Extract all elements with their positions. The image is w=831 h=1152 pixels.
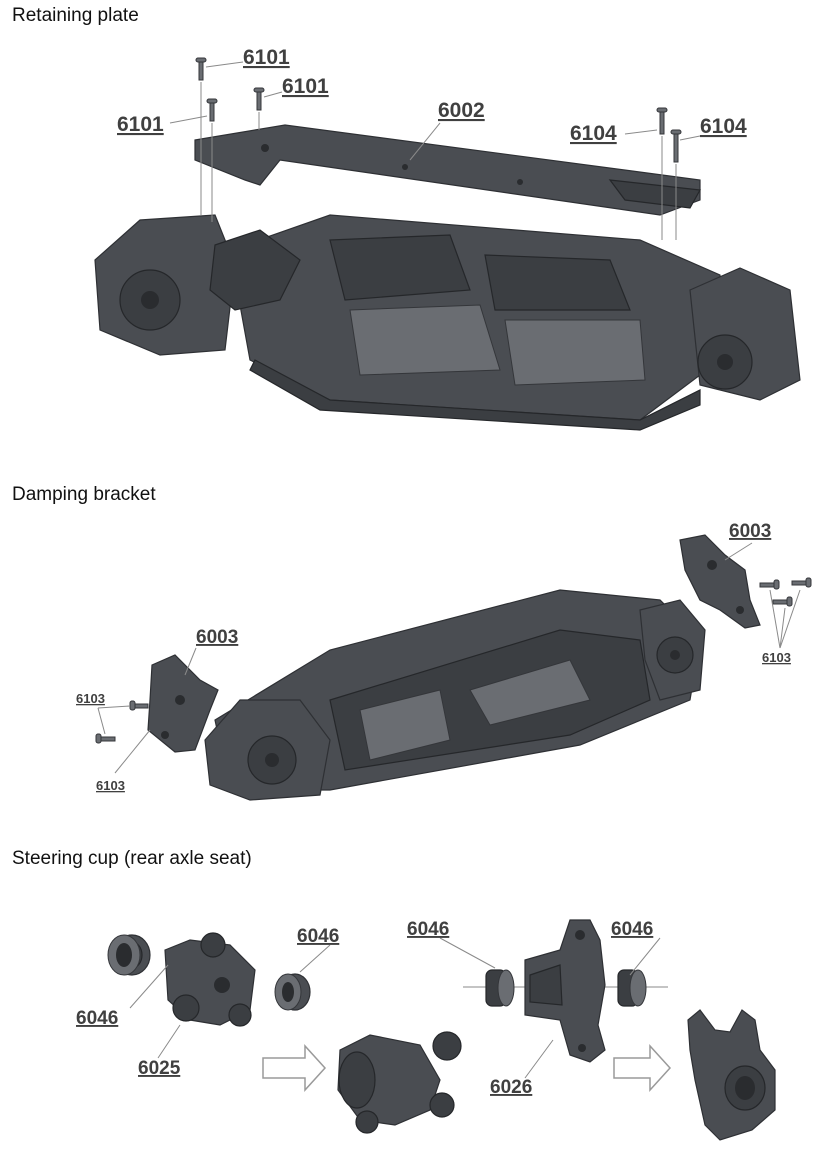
label-6103-left-top: 6103 bbox=[76, 691, 105, 706]
screw-6103-right-a bbox=[759, 579, 780, 590]
label-6103-left-bottom: 6103 bbox=[96, 778, 125, 793]
label-6003-right: 6003 bbox=[729, 521, 771, 542]
label-6104-a: 6104 bbox=[570, 122, 617, 145]
assembled-cup-right bbox=[687, 1009, 776, 1141]
screw-6101-a bbox=[195, 57, 207, 215]
steering-cup-6026 bbox=[524, 919, 606, 1063]
section-title-steering-cup: Steering cup (rear axle seat) bbox=[12, 848, 252, 869]
bearing-6046-d bbox=[617, 969, 647, 1007]
bearing-6046-b bbox=[274, 973, 311, 1011]
label-6103-right: 6103 bbox=[762, 650, 791, 665]
damping-bracket-right-6003 bbox=[679, 534, 761, 629]
label-6046-b: 6046 bbox=[297, 926, 339, 947]
retaining-plate-6002 bbox=[194, 124, 701, 216]
bearing-6046-a bbox=[107, 934, 151, 976]
section-title-retaining-plate: Retaining plate bbox=[12, 5, 139, 26]
label-6104-b: 6104 bbox=[700, 115, 747, 138]
label-6101-b: 6101 bbox=[282, 75, 329, 98]
screw-6104-a bbox=[656, 107, 668, 240]
section-title-damping-bracket: Damping bracket bbox=[12, 484, 156, 505]
label-6025: 6025 bbox=[138, 1058, 181, 1079]
damping-bracket-left-6003 bbox=[147, 654, 219, 753]
label-6026: 6026 bbox=[490, 1077, 532, 1098]
screw-6103-left-b bbox=[95, 733, 116, 744]
screw-6101-b bbox=[253, 87, 265, 130]
screw-6103-right-c bbox=[772, 596, 793, 607]
screw-6101-c bbox=[206, 98, 218, 222]
label-6046-a: 6046 bbox=[76, 1008, 118, 1029]
screw-6103-right-b bbox=[791, 577, 812, 588]
chassis-damping-view bbox=[204, 589, 706, 801]
chassis-main bbox=[94, 214, 801, 431]
label-6003-left: 6003 bbox=[196, 627, 238, 648]
screw-6104-b bbox=[670, 129, 682, 240]
label-6101-c: 6101 bbox=[117, 113, 164, 136]
screw-6103-left-a bbox=[129, 700, 149, 711]
arrow-assembly-left bbox=[262, 1044, 327, 1092]
arrow-assembly-right bbox=[613, 1044, 672, 1092]
label-6101-a: 6101 bbox=[243, 46, 290, 69]
assembled-knuckle-left bbox=[337, 1031, 462, 1134]
label-6002: 6002 bbox=[438, 99, 485, 122]
label-6046-c: 6046 bbox=[407, 919, 449, 940]
label-6046-d: 6046 bbox=[611, 919, 653, 940]
bearing-6046-c bbox=[485, 969, 515, 1007]
steering-knuckle-6025 bbox=[164, 932, 256, 1027]
